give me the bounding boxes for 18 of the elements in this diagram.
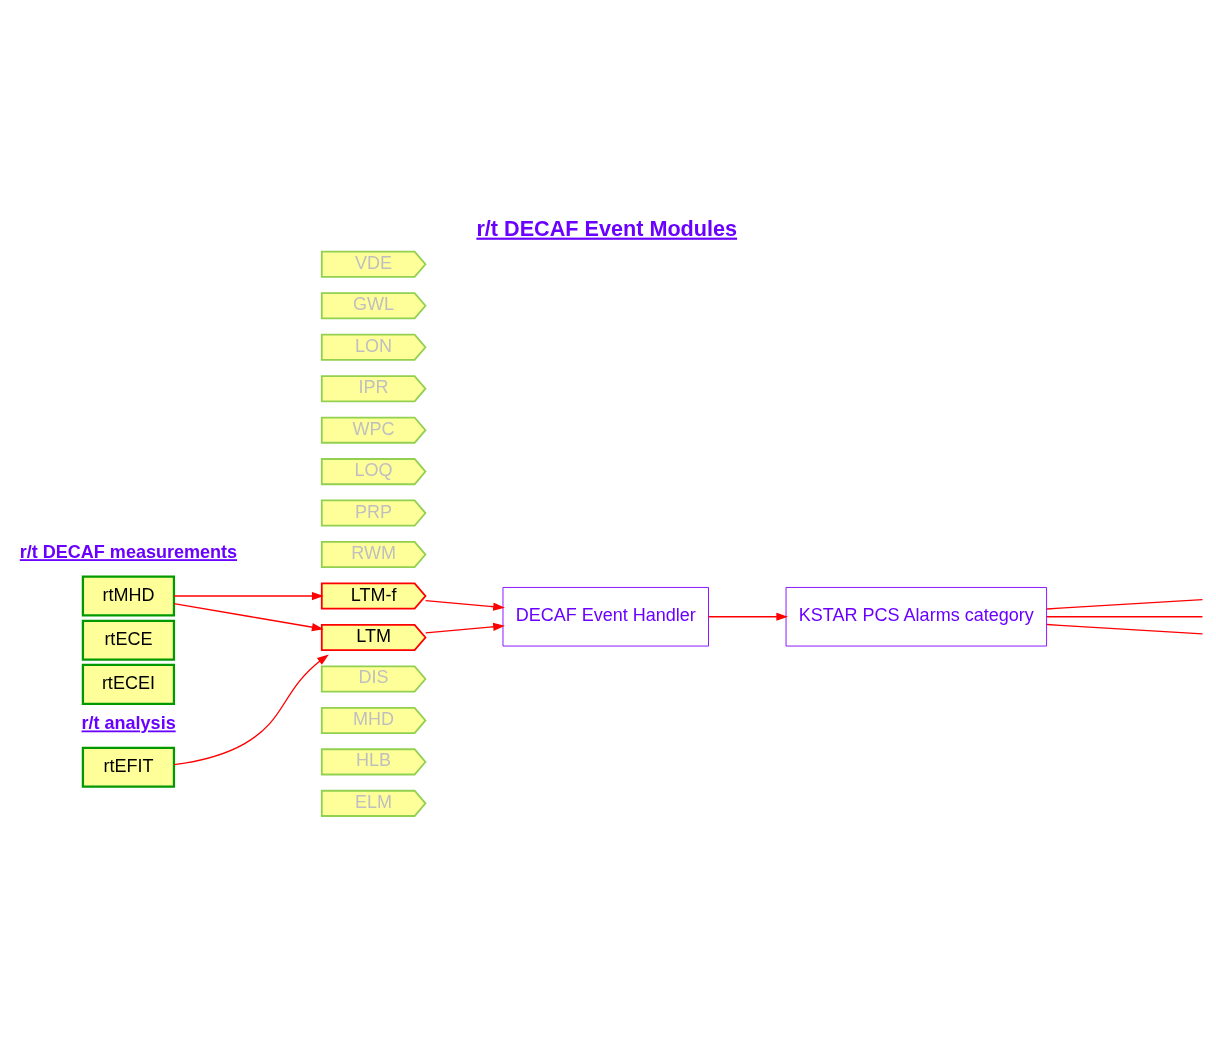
connector xyxy=(1046,616,1204,618)
node-box: rtECE xyxy=(81,619,176,661)
connector xyxy=(1046,623,1204,635)
node-box: DECAF Event Handler xyxy=(502,587,709,647)
arrow xyxy=(173,602,324,632)
arrow xyxy=(173,591,324,601)
node-box: rtEFIT xyxy=(81,746,176,788)
arrow xyxy=(424,622,505,634)
diagram-title: r/t DECAF Event Modules xyxy=(476,215,738,241)
arrow xyxy=(707,612,789,621)
node-box: rtECEI xyxy=(81,663,176,705)
node-box: rtMHD xyxy=(81,575,176,617)
connector xyxy=(1046,598,1204,610)
label: r/t DECAF measurements xyxy=(19,542,238,563)
arrow xyxy=(173,654,329,766)
label: r/t analysis xyxy=(81,713,176,734)
node-box: KSTAR PCS Alarms category xyxy=(785,587,1047,647)
arrow xyxy=(424,599,505,611)
